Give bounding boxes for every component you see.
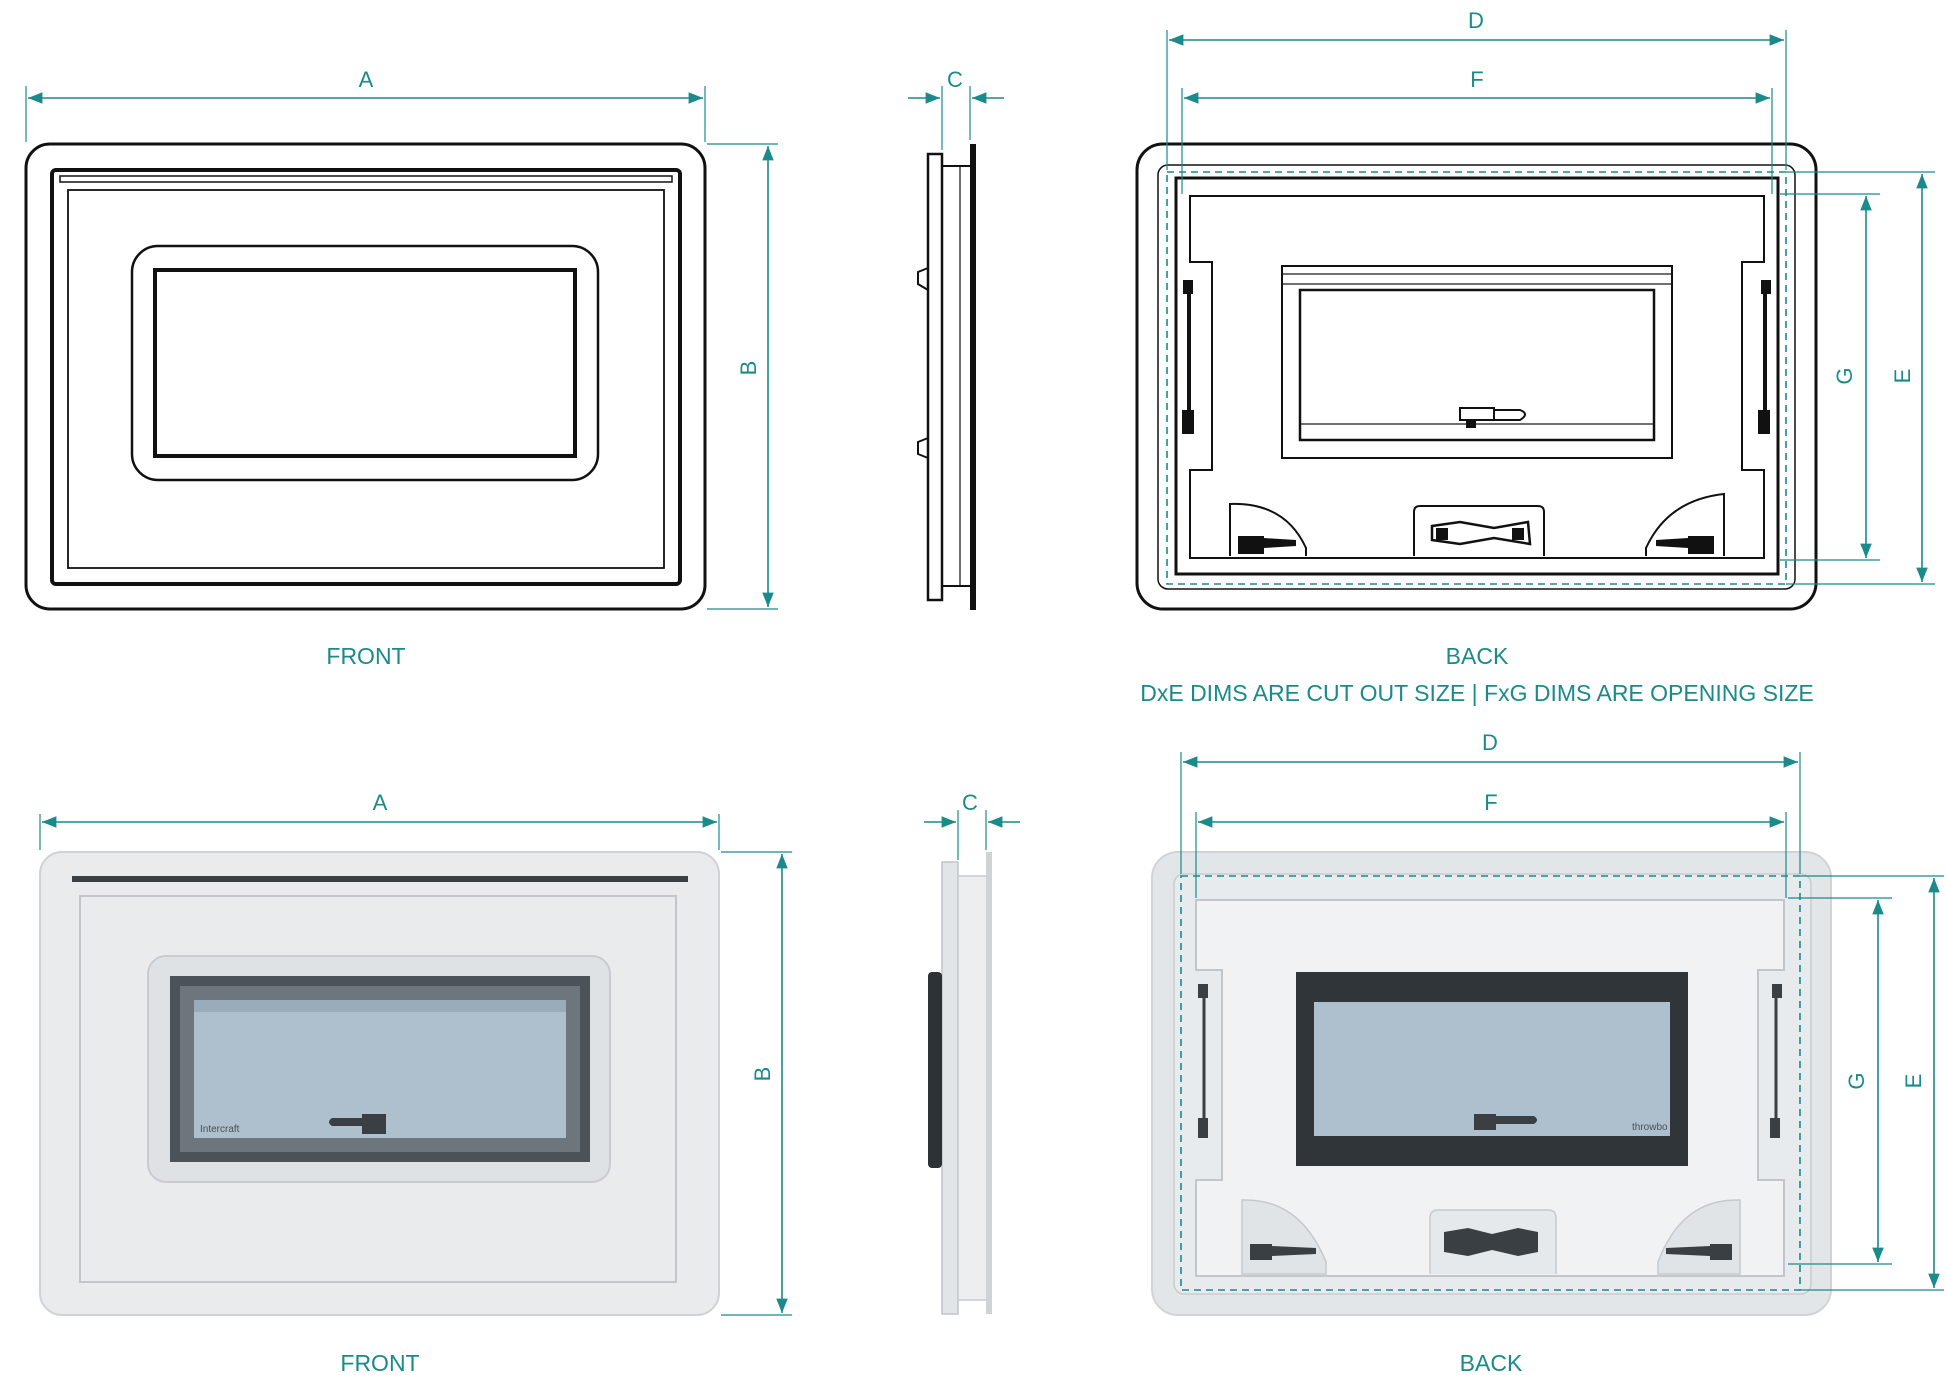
bottom-back-dim-d: D: [1180, 730, 1801, 874]
dim-label-b-2: B: [750, 1067, 775, 1082]
top-front-view: [24, 142, 707, 611]
latch-right-icon-2: [1666, 1244, 1732, 1260]
bottom-back-dim-f: F: [1195, 790, 1787, 898]
handle-back-icon: [1474, 1114, 1537, 1130]
bottom-side-view: [928, 852, 992, 1315]
brand-mark-front: Intercraft: [200, 1124, 240, 1135]
bottom-back-view: throwbo: [1151, 851, 1832, 1316]
bottom-back-dim-e: E: [1800, 875, 1944, 1291]
brand-mark-back: throwbo: [1632, 1122, 1668, 1133]
top-side-dim-c: C: [908, 67, 1004, 150]
top-back-view: [1135, 142, 1818, 611]
caption-front-top: FRONT: [326, 643, 405, 669]
center-catch-icon: [1430, 520, 1532, 546]
caption-dimension-note: DxE DIMS ARE CUT OUT SIZE | FxG DIMS ARE…: [1140, 680, 1814, 706]
top-front-dim-b: B: [707, 143, 778, 610]
dim-label-d-2: D: [1482, 730, 1498, 755]
stay-left-icon: [1182, 280, 1194, 434]
dim-label-a: A: [359, 67, 374, 92]
stay-right-icon: [1758, 280, 1771, 434]
dim-label-f-2: F: [1484, 790, 1497, 815]
top-front-dim-a: A: [25, 67, 706, 142]
dim-label-g-2: G: [1844, 1072, 1869, 1089]
bottom-front-view: Intercraft: [39, 851, 720, 1316]
dim-label-a-2: A: [373, 790, 388, 815]
dim-label-e: E: [1890, 369, 1915, 384]
center-catch-icon-2: [1444, 1228, 1538, 1256]
top-back-dim-d: D: [1166, 8, 1787, 170]
caption-front-bottom: FRONT: [340, 1350, 419, 1375]
dim-label-c-2: C: [962, 790, 978, 815]
handle-center-icon: [1459, 407, 1526, 428]
dim-label-f: F: [1470, 67, 1483, 92]
handle-front-icon: [329, 1114, 386, 1134]
top-side-view: [917, 144, 976, 610]
stay-right-icon-2: [1770, 984, 1782, 1138]
dim-label-c: C: [947, 67, 963, 92]
top-back-dim-g: G: [1780, 193, 1880, 561]
latch-left-icon: [1238, 536, 1296, 554]
bottom-front-dim-a: A: [39, 790, 720, 850]
top-back-dim-f: F: [1181, 67, 1773, 194]
stay-left-icon-2: [1198, 984, 1208, 1138]
latch-right-icon: [1656, 536, 1714, 554]
top-back-dim-e: E: [1786, 171, 1935, 585]
bottom-back-dim-g: G: [1788, 897, 1892, 1265]
bottom-side-dim-c: C: [924, 790, 1020, 860]
caption-back-bottom: BACK: [1460, 1350, 1523, 1375]
bottom-front-dim-b: B: [721, 851, 792, 1316]
dim-label-d: D: [1468, 8, 1484, 33]
dim-label-g: G: [1832, 367, 1857, 384]
dim-label-b: B: [736, 361, 761, 376]
dim-label-e-2: E: [1901, 1074, 1926, 1089]
caption-back-top: BACK: [1446, 643, 1509, 669]
latch-left-icon-2: [1250, 1244, 1316, 1260]
